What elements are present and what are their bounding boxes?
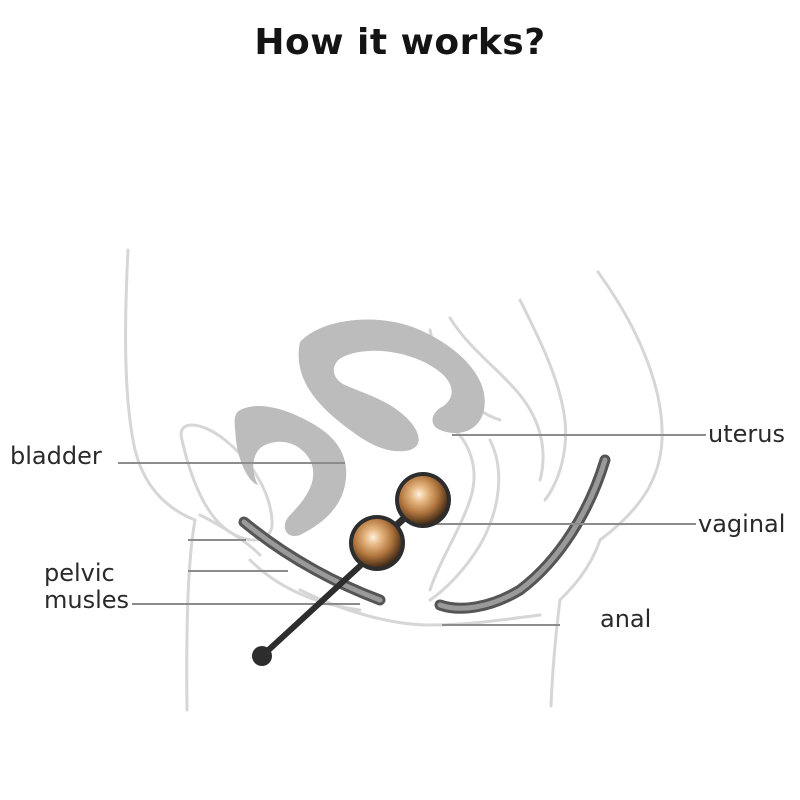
page-title: How it works? [254, 22, 546, 63]
back-outline [596, 270, 664, 542]
kegel-device [252, 472, 451, 666]
spine-outline [448, 316, 545, 482]
device-end-bead [252, 646, 272, 666]
vaginal-wall-inner [241, 519, 383, 603]
lower-pelvis-outline [248, 558, 362, 612]
rectum-inner-outline [428, 438, 501, 602]
label-pelvic-line2: musles [44, 585, 130, 614]
label-uterus: uterus [708, 420, 785, 448]
pubic-outline [198, 513, 262, 557]
label-anal: anal [600, 605, 652, 633]
rear-leg-outline [549, 598, 562, 708]
label-pelvic-muscles: pelvic musles [44, 560, 129, 614]
vaginal-canal-outline [428, 428, 476, 592]
bladder-organ-shape [234, 405, 347, 536]
uterus-shape [298, 319, 485, 452]
buttock-outline [558, 538, 602, 602]
device-string [259, 563, 363, 659]
rectum-wall-inner [437, 457, 608, 611]
body-outline [124, 248, 664, 712]
front-leg-outline [185, 518, 197, 712]
label-bladder: bladder [10, 442, 102, 470]
bladder-outline [179, 423, 274, 542]
upper-bead [399, 476, 447, 524]
label-vaginal: vaginal [698, 510, 786, 538]
rectum-outer-outline [518, 298, 568, 502]
lower-bead [353, 519, 401, 567]
label-pelvic-line1: pelvic [44, 559, 115, 587]
abdomen-outline [124, 248, 197, 522]
leader-lines [118, 434, 706, 626]
